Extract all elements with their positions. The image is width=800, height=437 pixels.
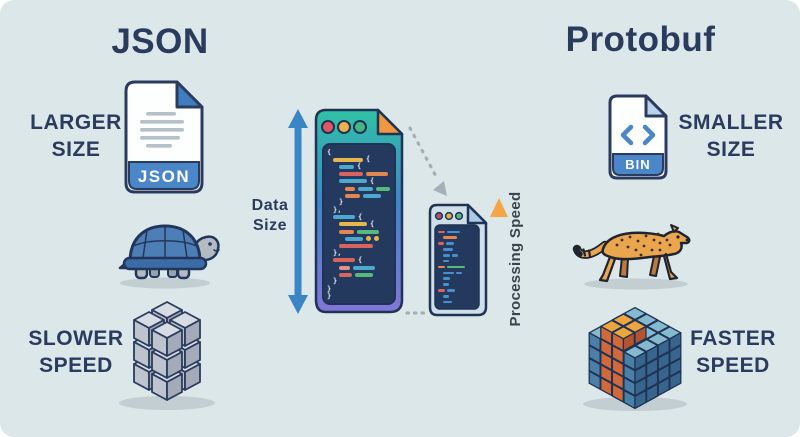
page-fold-icon — [466, 203, 488, 225]
processing-speed-arrow-label: Processing Speed — [507, 191, 524, 327]
smaller-size-label: SMALLER SIZE — [678, 111, 784, 161]
cheetah-icon — [572, 224, 691, 290]
code-brackets-icon — [620, 124, 656, 146]
gray-cube-stack-icon — [119, 301, 215, 410]
conversion-dashed-arrow — [408, 126, 447, 196]
small-file-code-lines — [438, 229, 476, 305]
json-file-badge: JSON — [138, 167, 190, 186]
bin-document-icon: BIN — [608, 94, 668, 180]
slower-speed-label: SLOWER SPEED — [28, 327, 124, 377]
window-dots-icon — [434, 211, 464, 221]
cheetah-spots — [615, 232, 672, 257]
window-dots-icon — [321, 120, 367, 134]
data-size-arrow-label: Data Size — [251, 197, 289, 235]
bin-file-badge: BIN — [625, 157, 650, 172]
page-fold-icon — [644, 94, 668, 118]
large-file-code-lines: {{{{}},{{},{}}} — [327, 149, 391, 301]
page-fold-icon — [376, 108, 404, 136]
data-size-arrow — [288, 109, 308, 314]
page-fold-icon — [175, 80, 204, 109]
json-title: JSON — [111, 22, 209, 61]
faster-speed-label: FASTER SPEED — [690, 327, 776, 377]
processing-speed-arrow — [490, 198, 508, 316]
turtle-icon — [118, 224, 220, 289]
protobuf-title: Protobuf — [565, 20, 716, 59]
blue-orange-cube-block-icon — [583, 306, 687, 411]
text-lines-icon — [140, 112, 184, 148]
larger-size-label: LARGER SIZE — [30, 111, 122, 161]
json-document-icon: JSON — [124, 80, 204, 194]
